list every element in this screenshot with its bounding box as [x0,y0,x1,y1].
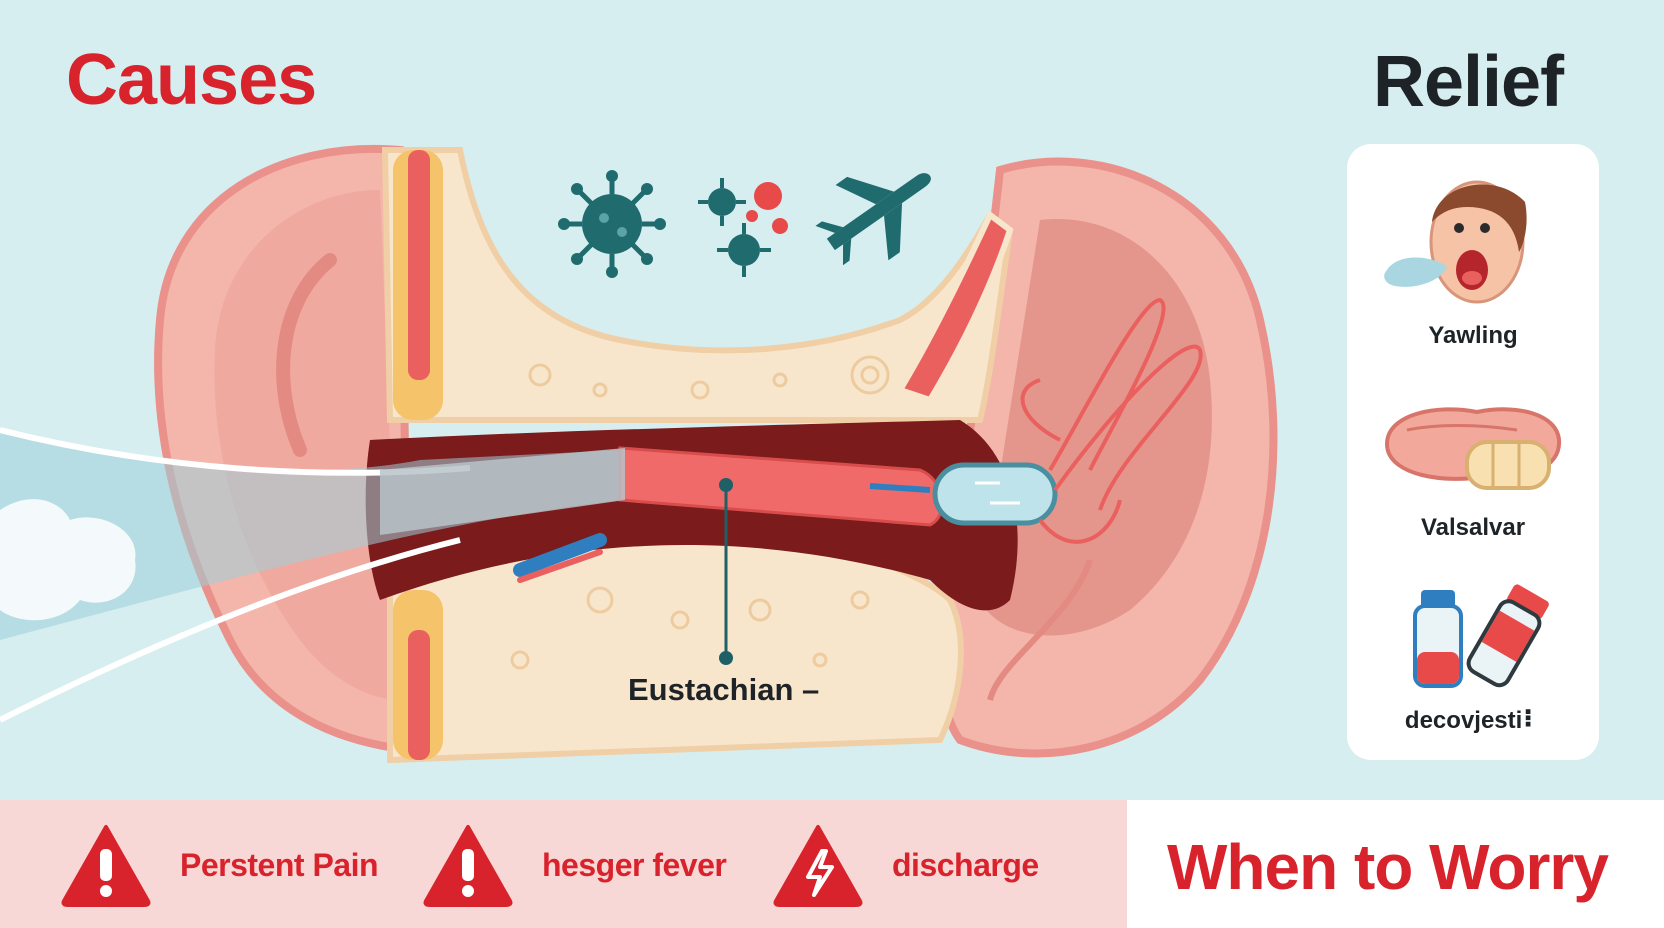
warning-exclamation-icon [61,825,151,907]
warning-label-discharge: discharge [892,846,1039,883]
air-cloud [0,499,136,621]
warning-item-discharge: discharge [772,820,1039,910]
relief-label-decongestant: decovjesti⠇ [1404,707,1542,734]
bacteria-icon [698,178,788,277]
eustachian-tube-label: Eustachian – [628,672,820,707]
warning-lightning-icon [773,825,863,907]
relief-label-yawning: Yawling [1428,322,1518,349]
yawning-face-icon [1384,180,1527,304]
warning-item-fever: hesger fever [422,820,727,910]
when-to-worry-heading: When to Worry [1167,831,1609,903]
virus-icon [558,170,666,278]
warning-label-fever: hesger fever [542,846,727,883]
relief-item-yawning [1347,162,1599,317]
warning-exclamation-icon [423,825,513,907]
warning-label-pain: Perstent Pain [180,846,379,883]
when-to-worry-box: When to Worry [1127,800,1664,928]
relief-heading: Relief [1373,42,1564,122]
warning-strip: Perstent Pain hesger fever discharge [0,800,1127,928]
cartilage-ridge [895,210,1014,404]
causes-heading: Causes [66,40,317,120]
right-outer-ear [937,157,1278,758]
pinched-nose-icon [1384,407,1562,490]
warning-item-pain: Perstent Pain [60,820,379,910]
relief-label-valsalva: Valsalvar [1420,514,1526,541]
eardrum-capsule [932,462,1058,526]
nerve-fibers [1020,297,1203,544]
relief-panel: Yawling Valsalvar decovjesti⠇ [1347,144,1599,760]
relief-item-valsalva [1347,384,1599,519]
upper-bone [381,147,1014,423]
airplane-icon [815,173,931,266]
decongestant-bottles-icon [1413,584,1549,688]
relief-item-decongestant [1347,574,1599,699]
